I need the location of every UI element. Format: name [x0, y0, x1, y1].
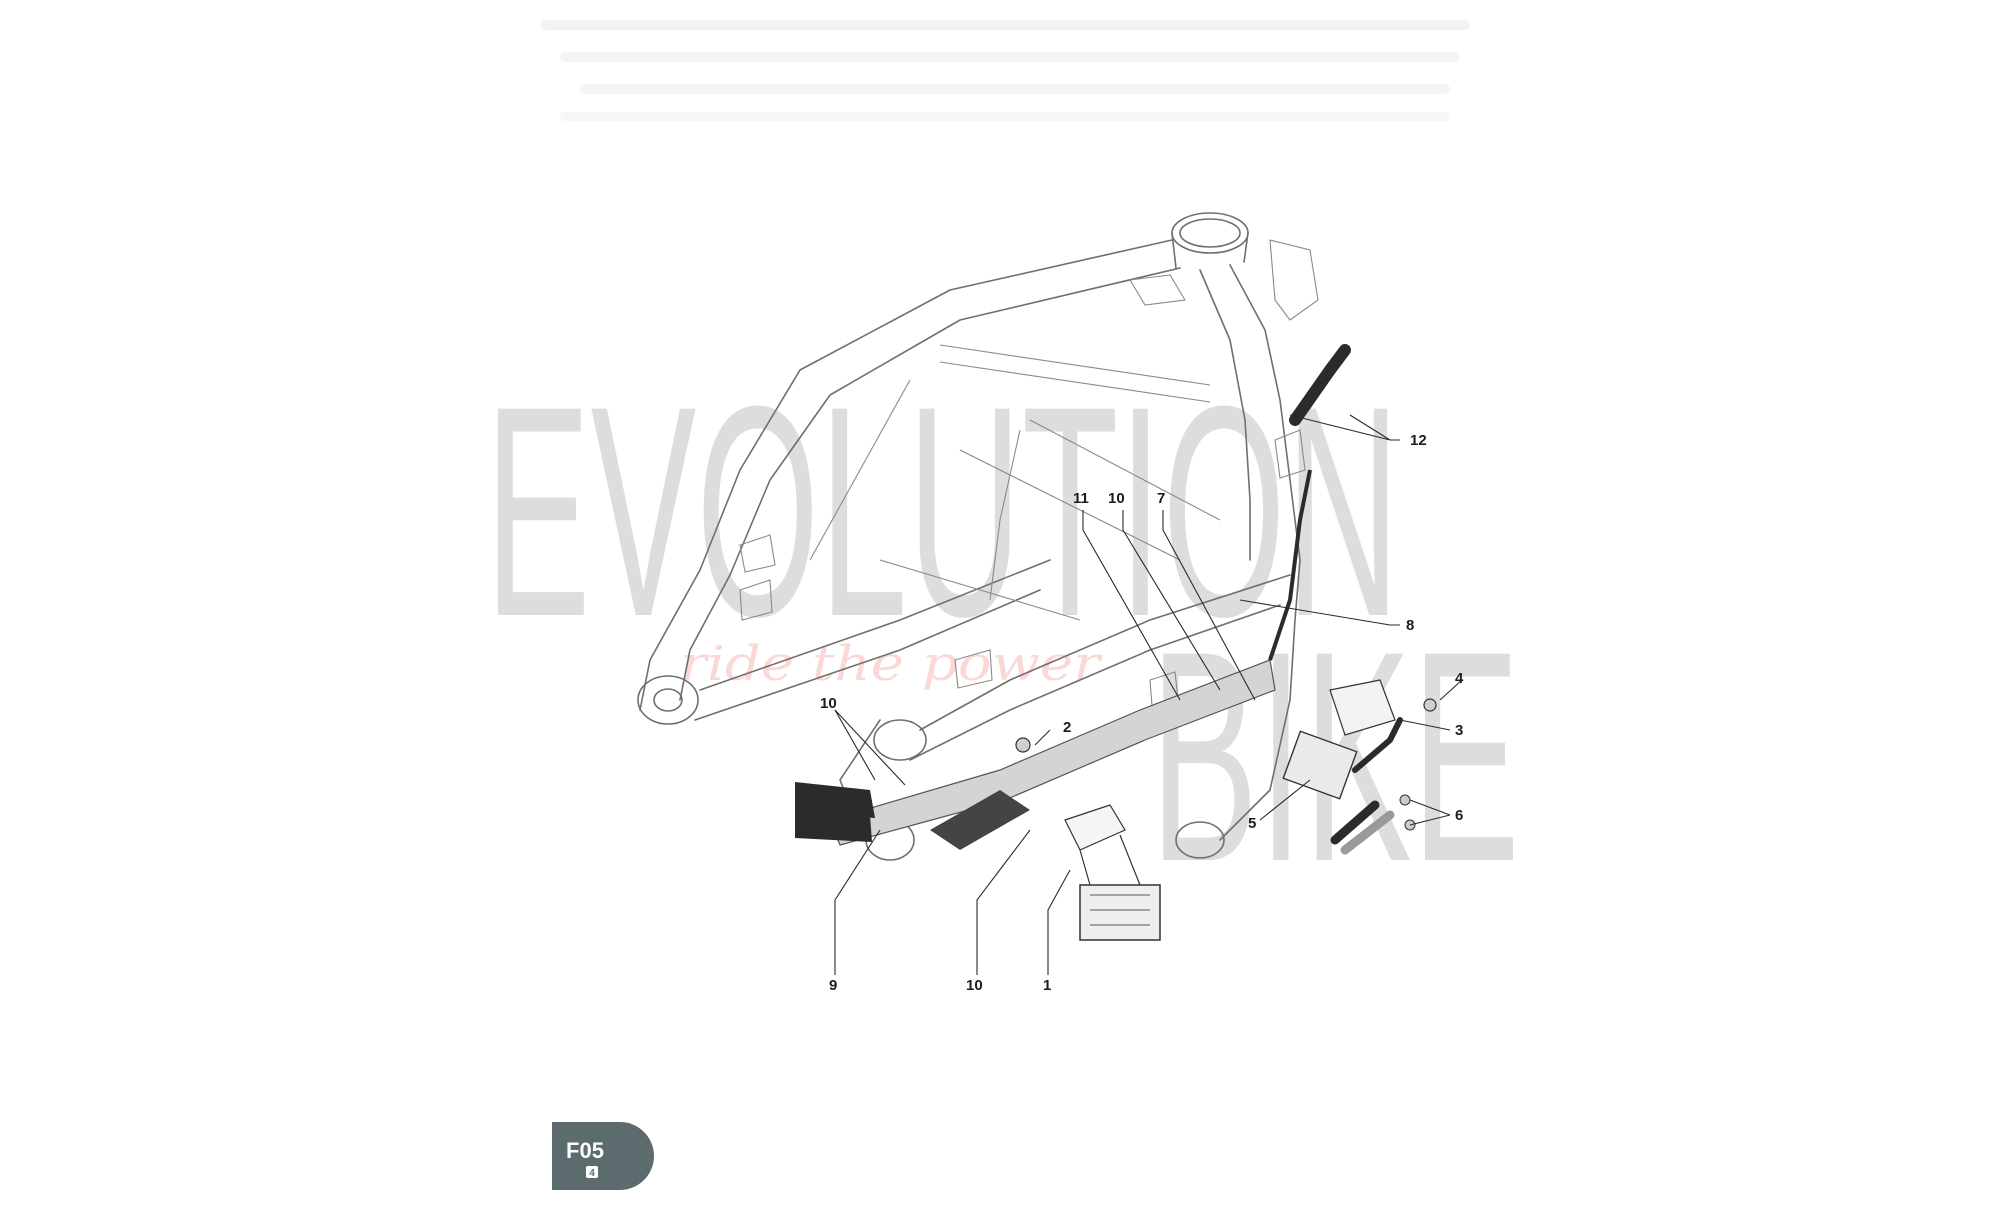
screw-4: [1423, 698, 1437, 712]
callout-1: 1: [1043, 977, 1051, 994]
callout-12: 12: [1410, 432, 1427, 449]
motorcycle-frame: [637, 212, 1319, 861]
leader-lines: [834, 414, 1463, 975]
callout-5: 5: [1248, 815, 1256, 832]
watermark-slogan: ride the power: [680, 636, 1104, 692]
callout-8: 8: [1406, 617, 1414, 634]
section-sub: 4: [589, 1168, 595, 1179]
callout-10-top: 10: [1108, 490, 1125, 507]
section-sub-box: [586, 1166, 598, 1178]
connector-bracket: [1064, 804, 1126, 851]
callout-11: 11: [1073, 490, 1089, 507]
callout-10-bottom: 10: [966, 977, 983, 994]
harness-left-cable: [795, 782, 875, 818]
part-callouts: 12 11 10 7 8 4 3 2 10 5 6 9 10 1: [820, 432, 1464, 994]
harness-top-cable: [1289, 344, 1351, 426]
harness-left-cable-2: [795, 808, 872, 842]
bracket-3: [1329, 679, 1396, 736]
section-badge-shape: [552, 1122, 654, 1190]
wiring-harness: [795, 344, 1437, 941]
harness-upper-cable: [1268, 469, 1312, 661]
callout-7: 7: [1157, 490, 1165, 507]
part-6-rod: [1340, 810, 1395, 855]
cable-5: [1352, 717, 1403, 773]
callout-10-left: 10: [820, 695, 837, 712]
relay-part: [1282, 730, 1358, 800]
section-badge: F05 4: [552, 1122, 654, 1190]
callout-4: 4: [1455, 670, 1464, 687]
harness-dark-segment: [930, 790, 1030, 850]
callout-2: 2: [1063, 719, 1071, 736]
watermark-brand-first: EVOLUTION: [485, 343, 1400, 679]
section-code: F05: [566, 1138, 604, 1163]
callout-9: 9: [829, 977, 837, 994]
callout-6: 6: [1455, 807, 1463, 824]
connector-block: [1079, 884, 1161, 941]
screw-2: [1015, 737, 1031, 753]
harness-sleeve: [829, 659, 1276, 846]
part-6-tube: [1330, 800, 1380, 845]
callout-3: 3: [1455, 722, 1463, 739]
faded-header-lines: [540, 20, 1470, 121]
